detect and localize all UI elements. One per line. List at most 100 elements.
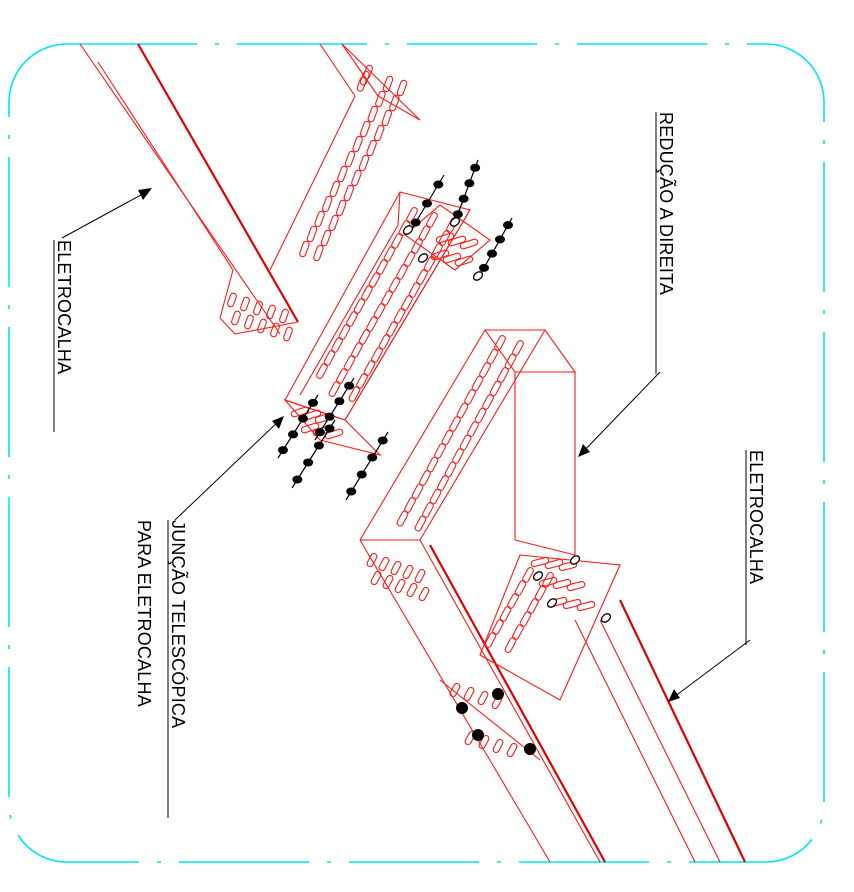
nut-icon xyxy=(479,263,489,272)
perforation-slot xyxy=(474,407,487,424)
perforation-slot xyxy=(335,199,347,217)
perforation-slot xyxy=(478,734,490,750)
arrow-icon xyxy=(578,444,590,457)
perforation-slot xyxy=(471,375,484,392)
perforation-slot xyxy=(408,282,421,298)
perforation-slot xyxy=(497,367,509,383)
perforation-slot xyxy=(401,295,413,311)
label-eletrocalha-right: ELETROCALHA xyxy=(746,450,766,584)
label-eletrocalha-left: ELETROCALHA xyxy=(54,240,74,374)
nut-icon xyxy=(367,453,378,462)
perforation-slot xyxy=(375,90,386,108)
nut-icon xyxy=(495,235,505,244)
perforation-slot xyxy=(366,552,378,568)
perforation-slot xyxy=(343,355,356,371)
perforation-slot xyxy=(240,296,250,312)
perforation-slot xyxy=(270,322,280,338)
perforation-slot xyxy=(418,225,431,241)
perforation-slot xyxy=(463,686,475,702)
perforation-slot xyxy=(323,350,336,366)
perforation-slot xyxy=(504,637,517,653)
perforation-slot xyxy=(227,292,237,308)
nut-icon xyxy=(458,194,469,203)
perforation-slot xyxy=(370,570,382,586)
perforation-slot xyxy=(313,244,324,262)
perforation-slot xyxy=(351,342,363,358)
perforation-slot xyxy=(389,94,400,112)
perforation-slot xyxy=(381,109,393,127)
washer-icon xyxy=(449,217,461,227)
nut-icon xyxy=(346,487,357,496)
nut-icon xyxy=(503,221,513,230)
arrow-icon xyxy=(138,188,152,200)
perforation-slot xyxy=(373,124,385,142)
perforation-slot xyxy=(422,502,434,518)
perforation-slot xyxy=(418,586,430,602)
slot-group xyxy=(227,64,408,342)
perforation-slot xyxy=(388,277,401,293)
nut-icon xyxy=(356,470,367,479)
perforation-slot xyxy=(316,363,328,379)
nut-icon xyxy=(456,702,468,714)
nut-icon xyxy=(433,180,444,189)
perforation-slot xyxy=(423,256,436,272)
perforation-slot xyxy=(367,105,379,123)
perforation-slot xyxy=(320,229,332,247)
nut-icon xyxy=(377,436,388,445)
perforation-slot xyxy=(482,394,494,410)
perforation-slot xyxy=(527,598,539,614)
perforation-slot xyxy=(386,321,398,337)
label-reducao: REDUÇÃO A DIREITA xyxy=(656,112,677,295)
perforation-slot xyxy=(396,510,409,527)
washer-icon xyxy=(402,225,414,235)
perforation-slot xyxy=(449,682,461,698)
washer-icon xyxy=(532,571,544,581)
nut-icon xyxy=(344,381,355,390)
perforation-slot xyxy=(438,230,451,246)
perforation-slot xyxy=(519,611,532,627)
nut-icon xyxy=(410,218,421,227)
drawing-frame xyxy=(8,43,825,863)
perforation-slot xyxy=(363,360,376,376)
perforation-slot xyxy=(371,347,383,363)
perforation-slot xyxy=(358,329,371,345)
washer-icon xyxy=(546,598,558,608)
nut-icon xyxy=(422,199,432,208)
nut-icon xyxy=(452,210,463,219)
leader-eletrocalha-right xyxy=(668,639,751,702)
washer-icon xyxy=(600,613,612,623)
perforation-slot xyxy=(512,340,524,356)
perforation-slot xyxy=(391,233,403,249)
nut-icon xyxy=(470,163,481,172)
perforation-slot xyxy=(396,79,408,97)
perforation-slot xyxy=(484,632,497,648)
perforation-slot xyxy=(426,212,438,228)
perforation-slot xyxy=(346,311,358,327)
perforation-slot xyxy=(499,606,512,622)
perforation-slot xyxy=(352,135,363,153)
washer-icon xyxy=(417,253,429,263)
perforation-slot xyxy=(382,574,394,590)
label-juncao-line2: PARA ELETROCALHA xyxy=(134,520,154,707)
perforation-slot xyxy=(506,742,518,758)
perforation-slot xyxy=(359,120,371,138)
nut-icon xyxy=(303,458,314,467)
perforation-slot xyxy=(452,448,464,464)
perforation-slot xyxy=(403,251,416,267)
perforation-slot xyxy=(512,624,524,640)
perforation-slot xyxy=(552,578,572,590)
perforation-slot xyxy=(381,290,393,306)
arrow-icon xyxy=(272,416,284,429)
perforation-slot xyxy=(358,154,370,172)
perforation-slot xyxy=(467,421,479,437)
perforation-slot xyxy=(394,578,406,594)
perforation-slot xyxy=(486,348,499,365)
nut-icon xyxy=(524,743,536,755)
nut-icon xyxy=(324,412,335,421)
perforation-slot xyxy=(449,416,461,432)
perforation-slot xyxy=(507,593,519,609)
perforation-slot xyxy=(368,272,381,288)
perforation-slot xyxy=(459,238,479,250)
perforation-slot xyxy=(393,308,406,324)
leader-juncao xyxy=(174,416,284,521)
